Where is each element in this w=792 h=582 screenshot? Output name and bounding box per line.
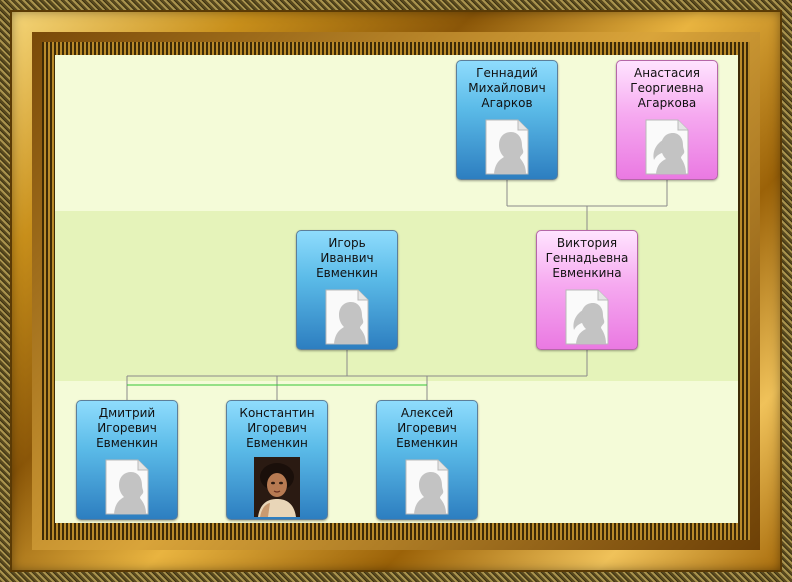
person-card-gennady[interactable]: Геннадий Михайлович Агарков: [456, 60, 558, 180]
person-patronymic: Игоревич: [397, 421, 457, 435]
male-silhouette-icon: [485, 119, 529, 175]
person-surname: Агаркова: [637, 96, 697, 110]
female-silhouette-icon: [565, 289, 609, 345]
person-patronymic: Игоревич: [97, 421, 157, 435]
person-patronymic: Георгиевна: [630, 81, 704, 95]
person-first-name: Дмитрий: [98, 406, 156, 420]
person-card-igor[interactable]: Игорь Иванвич Евменкин: [296, 230, 398, 350]
person-first-name: Игорь: [328, 236, 366, 250]
person-first-name: Геннадий: [476, 66, 538, 80]
male-silhouette-icon: [405, 459, 449, 515]
person-surname: Евменкин: [96, 436, 158, 450]
male-silhouette-icon: [105, 459, 149, 515]
person-patronymic: Игоревич: [247, 421, 307, 435]
person-first-name: Виктория: [556, 236, 618, 250]
person-card-viktoria[interactable]: Виктория Геннадьевна Евменкина: [536, 230, 638, 350]
person-card-anastasia[interactable]: Анастасия Георгиевна Агаркова: [616, 60, 718, 180]
female-silhouette-icon: [645, 119, 689, 175]
male-silhouette-icon: [325, 289, 369, 345]
person-card-aleksey[interactable]: Алексей Игоревич Евменкин: [376, 400, 478, 520]
person-patronymic: Михайлович: [468, 81, 546, 95]
person-patronymic: Иванвич: [320, 251, 374, 265]
person-surname: Евменкина: [552, 266, 622, 280]
person-card-dmitry[interactable]: Дмитрий Игоревич Евменкин: [76, 400, 178, 520]
person-surname: Агарков: [481, 96, 533, 110]
person-first-name: Алексей: [400, 406, 454, 420]
person-first-name: Константин: [239, 406, 315, 420]
person-patronymic: Геннадьевна: [545, 251, 629, 265]
person-surname: Евменкин: [246, 436, 308, 450]
connector-lines: [126, 180, 668, 400]
person-card-konstantin[interactable]: Константин Игоревич Евменкин: [226, 400, 328, 520]
person-first-name: Анастасия: [634, 66, 700, 80]
family-tree-canvas: Геннадий Михайлович Агарков Анастасия Ге…: [55, 55, 738, 523]
person-surname: Евменкин: [396, 436, 458, 450]
portrait-photo: [254, 457, 300, 517]
person-surname: Евменкин: [316, 266, 378, 280]
